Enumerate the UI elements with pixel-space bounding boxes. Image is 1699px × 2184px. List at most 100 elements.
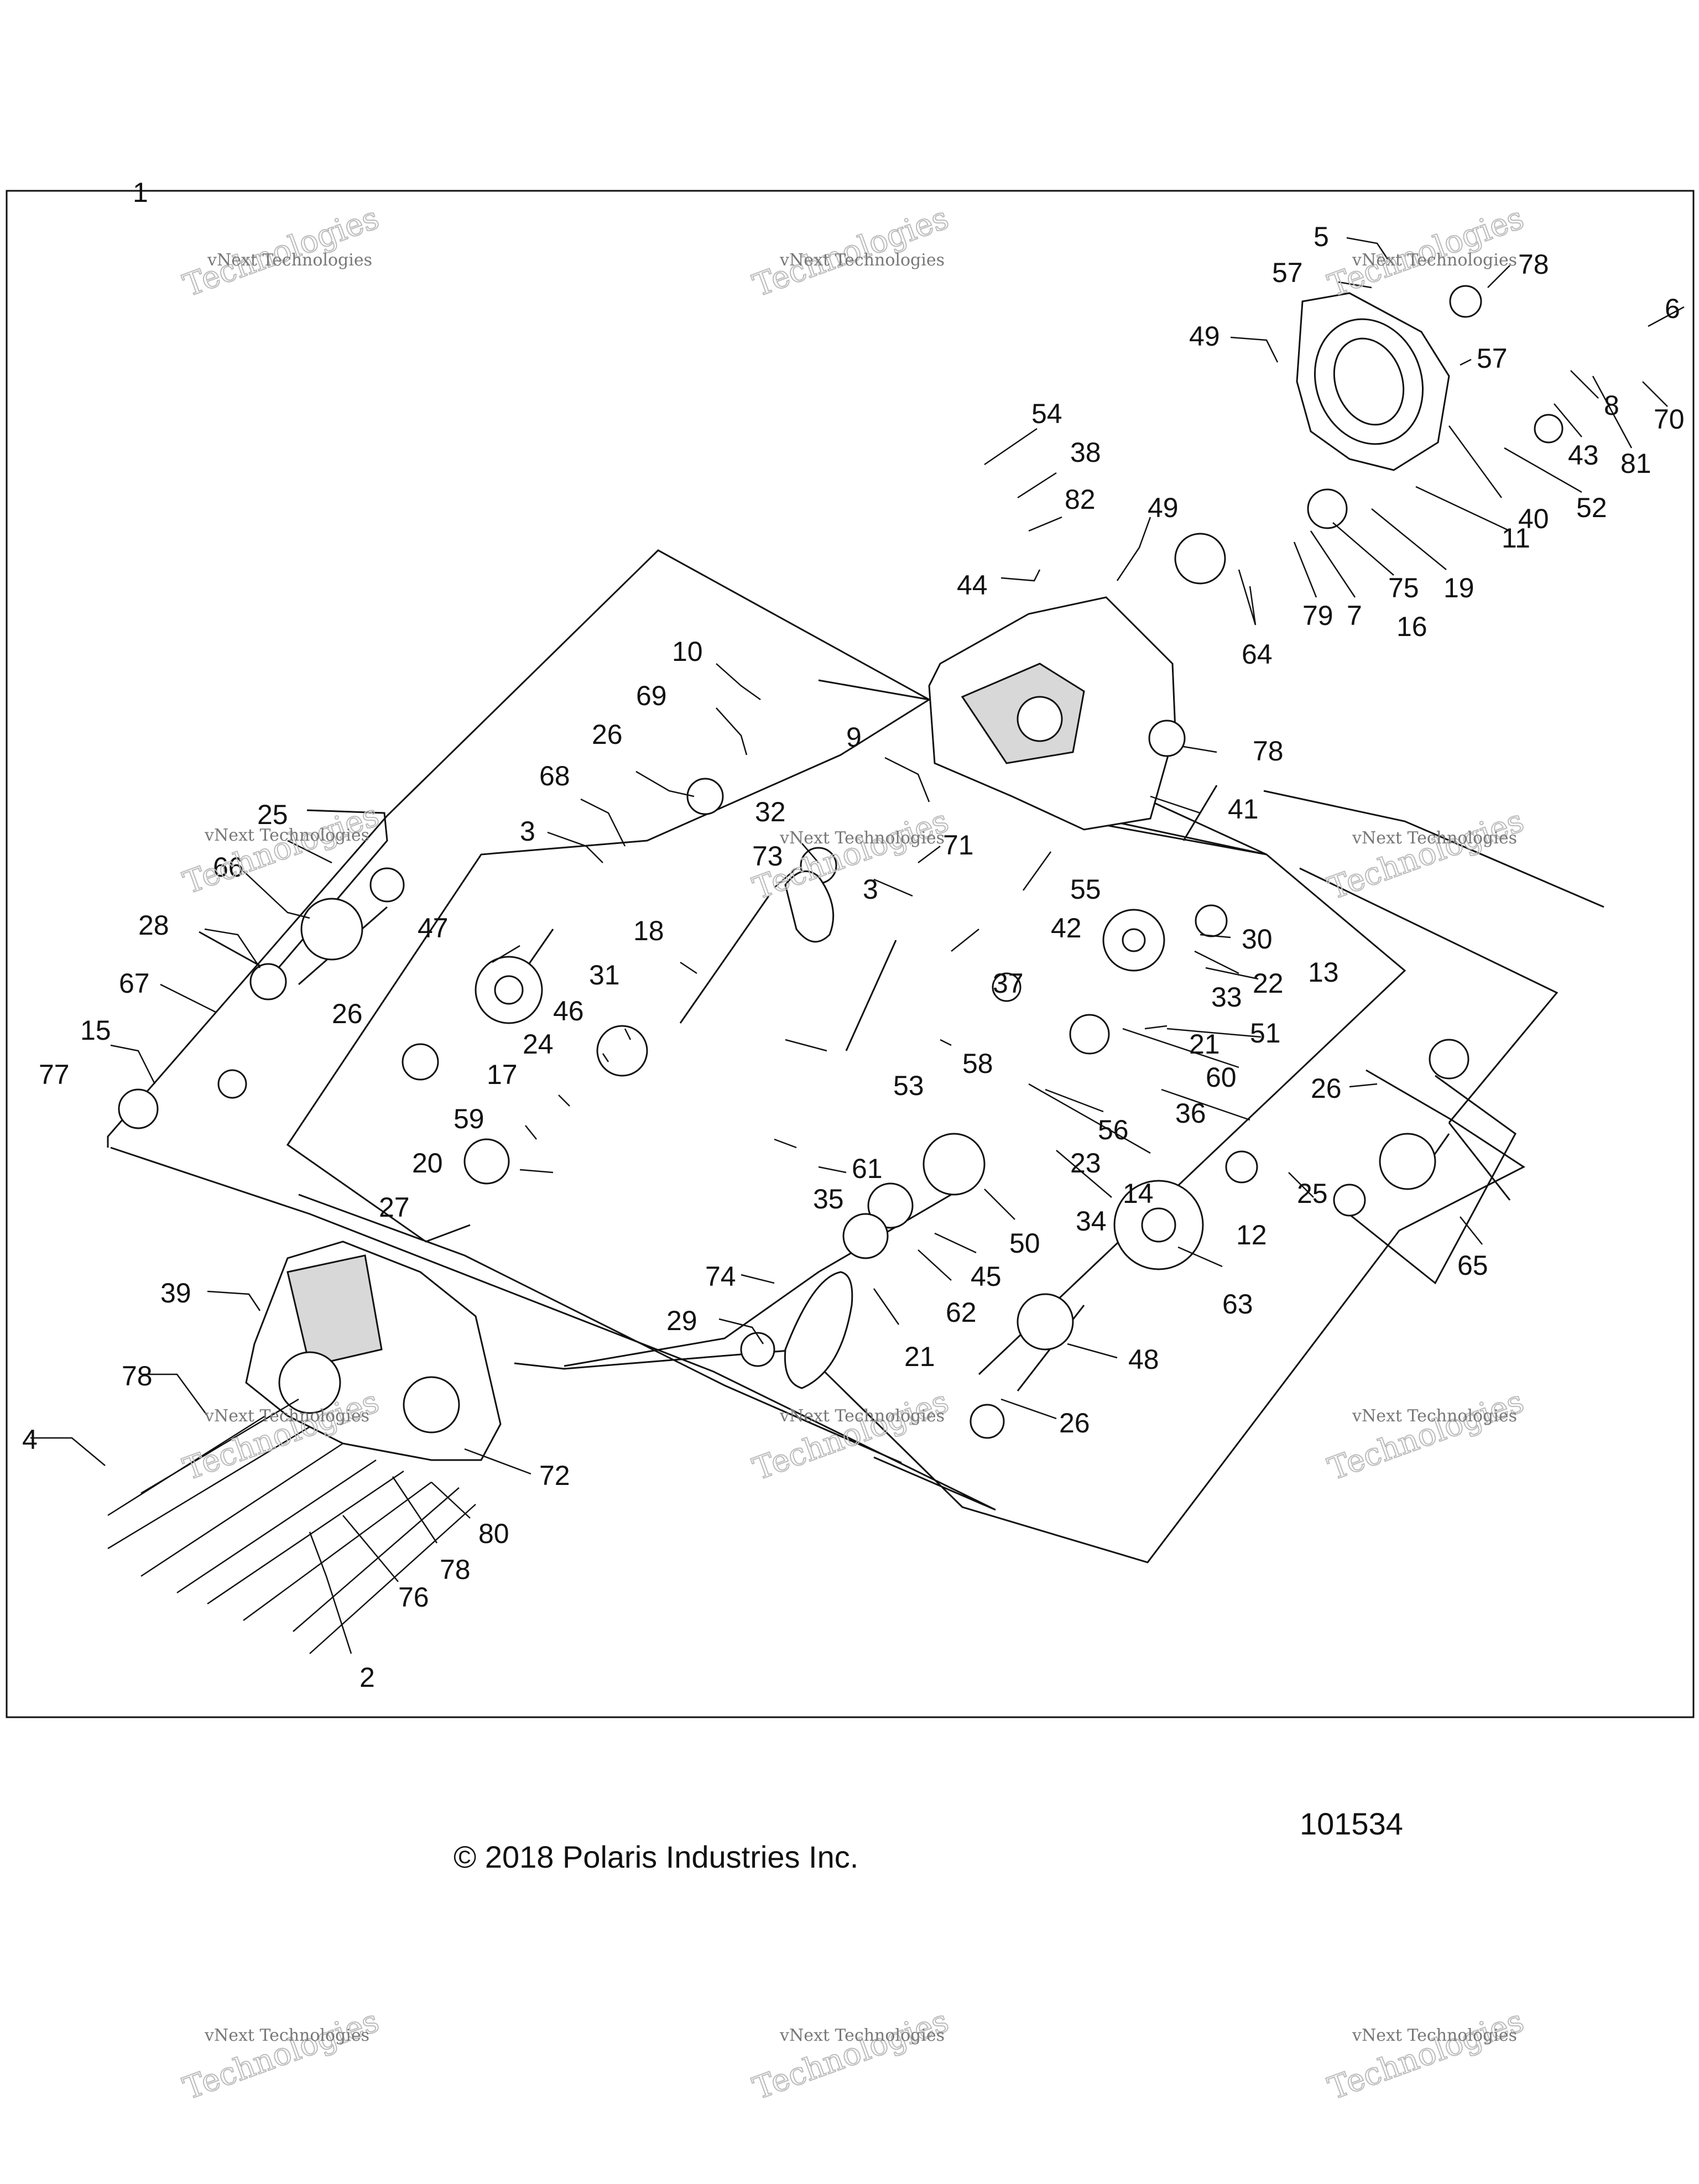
- callout-46: 46: [553, 995, 584, 1026]
- callout-7: 7: [1347, 600, 1362, 631]
- callout-74: 74: [705, 1261, 736, 1292]
- callout-75: 75: [1388, 572, 1419, 603]
- callout-20: 20: [412, 1148, 443, 1179]
- callout-69: 69: [636, 680, 667, 711]
- callout-26: 26: [1311, 1073, 1342, 1104]
- callout-81: 81: [1620, 448, 1651, 479]
- callout-17: 17: [487, 1059, 518, 1090]
- bolts: [107, 1398, 476, 1654]
- callout-12: 12: [1236, 1219, 1267, 1250]
- callout-15: 15: [80, 1015, 111, 1046]
- svg-text:vNext Technologies: vNext Technologies: [1352, 828, 1517, 848]
- callout-78: 78: [1518, 249, 1549, 280]
- figure-id: 101534: [1300, 1806, 1403, 1841]
- callout-2: 2: [359, 1662, 375, 1693]
- callout-62: 62: [946, 1297, 977, 1328]
- belts: [784, 871, 853, 1389]
- svg-text:Technologies: Technologies: [179, 2003, 384, 2107]
- svg-text:Technologies: Technologies: [748, 1384, 953, 1488]
- callout-53: 53: [893, 1070, 924, 1101]
- svg-text:vNext Technologies: vNext Technologies: [1352, 2026, 1517, 2045]
- copyright-notice: © 2018 Polaris Industries Inc.: [454, 1839, 859, 1874]
- group-brackets: [107, 549, 1604, 1563]
- callout-3: 3: [863, 874, 878, 905]
- callout-82: 82: [1065, 484, 1096, 515]
- svg-text:vNext Technologies: vNext Technologies: [779, 251, 945, 270]
- callout-73: 73: [752, 841, 783, 872]
- callout-59: 59: [454, 1103, 484, 1134]
- callout-38: 38: [1070, 437, 1101, 468]
- callout-56: 56: [1098, 1114, 1129, 1145]
- callout-13: 13: [1308, 957, 1339, 988]
- callout-57: 57: [1477, 343, 1508, 374]
- callout-5: 5: [1314, 221, 1329, 252]
- callout-30: 30: [1242, 924, 1273, 955]
- gears: [300, 414, 1564, 1351]
- callout-14: 14: [1123, 1178, 1154, 1209]
- rear-cover: [1296, 292, 1450, 471]
- callout-32: 32: [755, 796, 786, 827]
- callout-16: 16: [1396, 611, 1427, 642]
- callout-55: 55: [1070, 874, 1101, 905]
- callout-4: 4: [22, 1424, 38, 1455]
- callout-54: 54: [1031, 398, 1062, 429]
- svg-text:vNext Technologies: vNext Technologies: [779, 828, 945, 848]
- callout-42: 42: [1051, 913, 1082, 944]
- callout-25: 25: [257, 799, 288, 830]
- callout-25: 25: [1297, 1178, 1328, 1209]
- callout-34: 34: [1076, 1206, 1107, 1237]
- callout-39: 39: [160, 1278, 191, 1309]
- svg-text:vNext Technologies: vNext Technologies: [204, 2026, 369, 2045]
- callout-57: 57: [1272, 257, 1303, 288]
- callout-61: 61: [852, 1153, 883, 1184]
- callout-31: 31: [589, 960, 620, 991]
- callout-21: 21: [904, 1341, 935, 1372]
- callout-37: 37: [993, 968, 1024, 999]
- svg-text:vNext Technologies: vNext Technologies: [1352, 251, 1517, 270]
- main-case: [928, 596, 1176, 831]
- callout-78: 78: [440, 1554, 471, 1585]
- callout-11: 11: [1502, 523, 1530, 554]
- callout-72: 72: [539, 1460, 570, 1491]
- diagram-border: [6, 190, 1695, 1718]
- callout-68: 68: [539, 760, 570, 791]
- callout-44: 44: [957, 570, 988, 601]
- callout-labels: 5 57 78 6 49 57 8 70 43 81 52 40 11 19 7…: [22, 221, 1685, 1693]
- callout-26: 26: [592, 719, 623, 750]
- assembly-number: 1: [133, 177, 148, 208]
- callout-22: 22: [1253, 968, 1284, 999]
- callout-23: 23: [1070, 1148, 1101, 1179]
- svg-text:Technologies: Technologies: [748, 2003, 953, 2107]
- svg-text:vNext Technologies: vNext Technologies: [204, 826, 369, 845]
- callout-41: 41: [1228, 794, 1259, 825]
- callout-21: 21: [1189, 1029, 1220, 1060]
- callout-49: 49: [1189, 321, 1220, 352]
- svg-text:vNext Technologies: vNext Technologies: [1352, 1406, 1517, 1426]
- callout-79: 79: [1302, 600, 1333, 631]
- svg-text:Technologies: Technologies: [1323, 1384, 1529, 1488]
- svg-text:Technologies: Technologies: [1323, 803, 1529, 907]
- leader-lines: [30, 237, 1685, 1654]
- callout-10: 10: [672, 636, 703, 667]
- callout-70: 70: [1654, 404, 1685, 435]
- callout-64: 64: [1242, 639, 1273, 670]
- svg-text:vNext Technologies: vNext Technologies: [779, 2026, 945, 2045]
- callout-27: 27: [379, 1192, 410, 1223]
- callout-18: 18: [633, 915, 664, 946]
- callout-43: 43: [1568, 440, 1599, 471]
- callout-71: 71: [943, 830, 974, 861]
- bearings: [118, 285, 1482, 1439]
- callout-49: 49: [1148, 492, 1179, 523]
- svg-text:vNext Technologies: vNext Technologies: [207, 251, 372, 270]
- callout-50: 50: [1009, 1228, 1040, 1259]
- callout-36: 36: [1175, 1098, 1206, 1129]
- callout-58: 58: [962, 1048, 993, 1079]
- callout-78: 78: [1253, 736, 1284, 767]
- svg-text:vNext Technologies: vNext Technologies: [779, 1406, 945, 1426]
- callout-60: 60: [1206, 1062, 1237, 1093]
- svg-text:vNext Technologies: vNext Technologies: [204, 1406, 369, 1426]
- callout-65: 65: [1457, 1250, 1488, 1281]
- callout-66: 66: [213, 852, 244, 883]
- callout-6: 6: [1665, 293, 1680, 324]
- callout-67: 67: [119, 968, 150, 999]
